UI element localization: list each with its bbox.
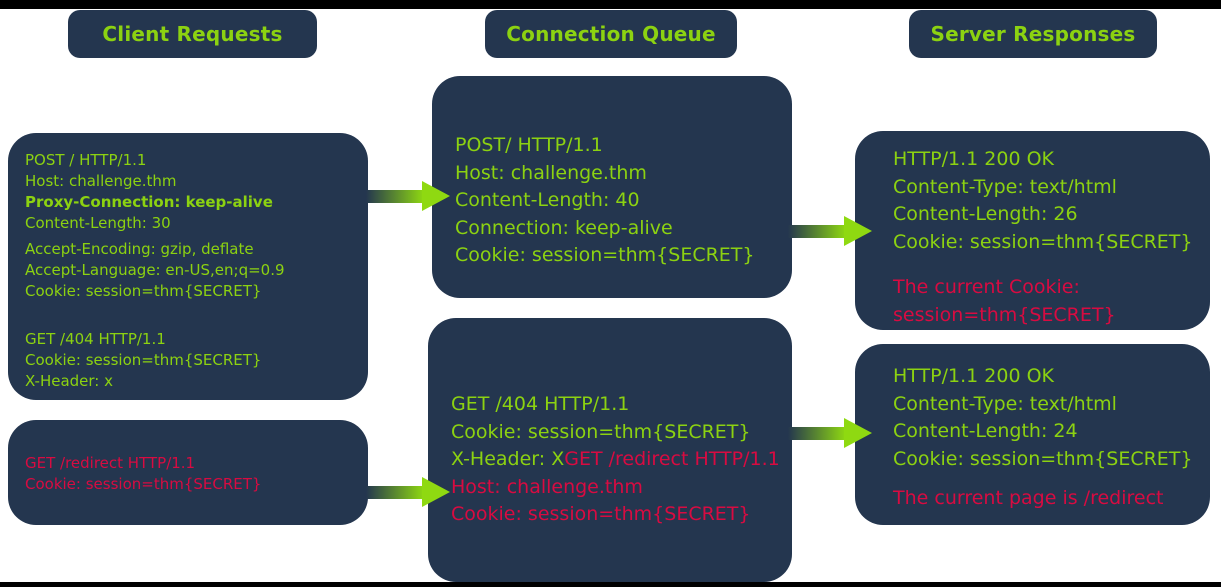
header-line-text: POST/ HTTP/1.1 — [455, 134, 603, 156]
arrow-shaft — [366, 189, 424, 203]
header-line-text: Cookie: session=thm{SECRET} — [451, 503, 751, 525]
header-line-text: Content-Length: 40 — [455, 189, 640, 211]
arrow-shaft — [788, 426, 846, 440]
header-line-text: Cookie: session=thm{SECRET} — [25, 475, 262, 493]
header-line-text: Cookie: session=thm{SECRET} — [455, 244, 755, 266]
header-line-text: The current Cookie: — [893, 276, 1080, 298]
header-line-text: Host: challenge.thm — [451, 475, 643, 498]
header-line-text: GET /redirect HTTP/1.1 — [25, 454, 196, 472]
header-line-text: POST / HTTP/1.1 — [25, 151, 147, 169]
header-line-text: Host: challenge.thm — [25, 172, 177, 190]
header-line-text: Content-Length: 24 — [893, 420, 1078, 442]
arrow-shaft — [788, 224, 846, 238]
arrow-head — [422, 181, 450, 211]
arrow-head — [844, 216, 872, 246]
header-server-responses-label: Server Responses — [930, 22, 1136, 46]
header-line-text: Cookie: session=thm{SECRET} — [893, 447, 1193, 470]
header-line-text: Host: challenge.thm — [455, 161, 647, 184]
flow-arrow-redirect-to-queue-icon — [366, 477, 450, 507]
header-line-text: HTTP/1.1 200 OK — [893, 365, 1054, 387]
header-line-text: GET /404 HTTP/1.1 — [25, 330, 166, 348]
arrow-shaft — [366, 485, 424, 499]
header-line-text: session=thm{SECRET} — [893, 303, 1116, 326]
header-connection-queue-label: Connection Queue — [506, 22, 716, 46]
header-connection-queue: Connection Queue — [485, 10, 737, 58]
header-server-responses: Server Responses — [909, 10, 1157, 58]
flow-arrow-queue2-to-server2-icon — [788, 418, 872, 448]
header-line-text: Accept-Encoding: gzip, deflate — [25, 240, 254, 258]
arrow-head — [844, 418, 872, 448]
arrow-head — [422, 477, 450, 507]
header-line-text: Cookie: session=thm{SECRET} — [25, 282, 262, 300]
header-line-text: HTTP/1.1 200 OK — [893, 148, 1054, 170]
header-line-text: Content-Length: 26 — [893, 203, 1078, 225]
header-line-text: Content-Length: 30 — [25, 214, 171, 232]
header-client-requests-label: Client Requests — [102, 22, 283, 46]
header-line-text: Cookie: session=thm{SECRET} — [451, 420, 751, 443]
header-line-text: X-Header: x — [25, 372, 113, 390]
header-line-text: GET /redirect HTTP/1.1 — [564, 448, 780, 470]
header-line-text: Proxy-Connection: keep-alive — [25, 193, 273, 211]
top-border-bar — [0, 0, 1221, 9]
flow-arrow-queue-to-server-icon — [788, 216, 872, 246]
header-client-requests: Client Requests — [68, 10, 317, 58]
header-line-text: The current page is /redirect — [893, 487, 1164, 509]
bottom-border-bar — [0, 582, 1221, 587]
flow-arrow-client-to-queue-icon — [366, 181, 450, 211]
header-line-text: Cookie: session=thm{SECRET} — [25, 351, 262, 369]
header-line-text: X-Header: X — [451, 448, 565, 470]
header-line-text: Accept-Language: en-US,en;q=0.9 — [25, 261, 285, 279]
header-line-text: GET /404 HTTP/1.1 — [451, 393, 630, 415]
header-line-text: Cookie: session=thm{SECRET} — [893, 230, 1193, 253]
header-line-text: Content-Type: text/html — [893, 392, 1117, 415]
header-line-text: Connection: keep-alive — [455, 216, 673, 239]
header-line-text: Content-Type: text/html — [893, 175, 1117, 198]
